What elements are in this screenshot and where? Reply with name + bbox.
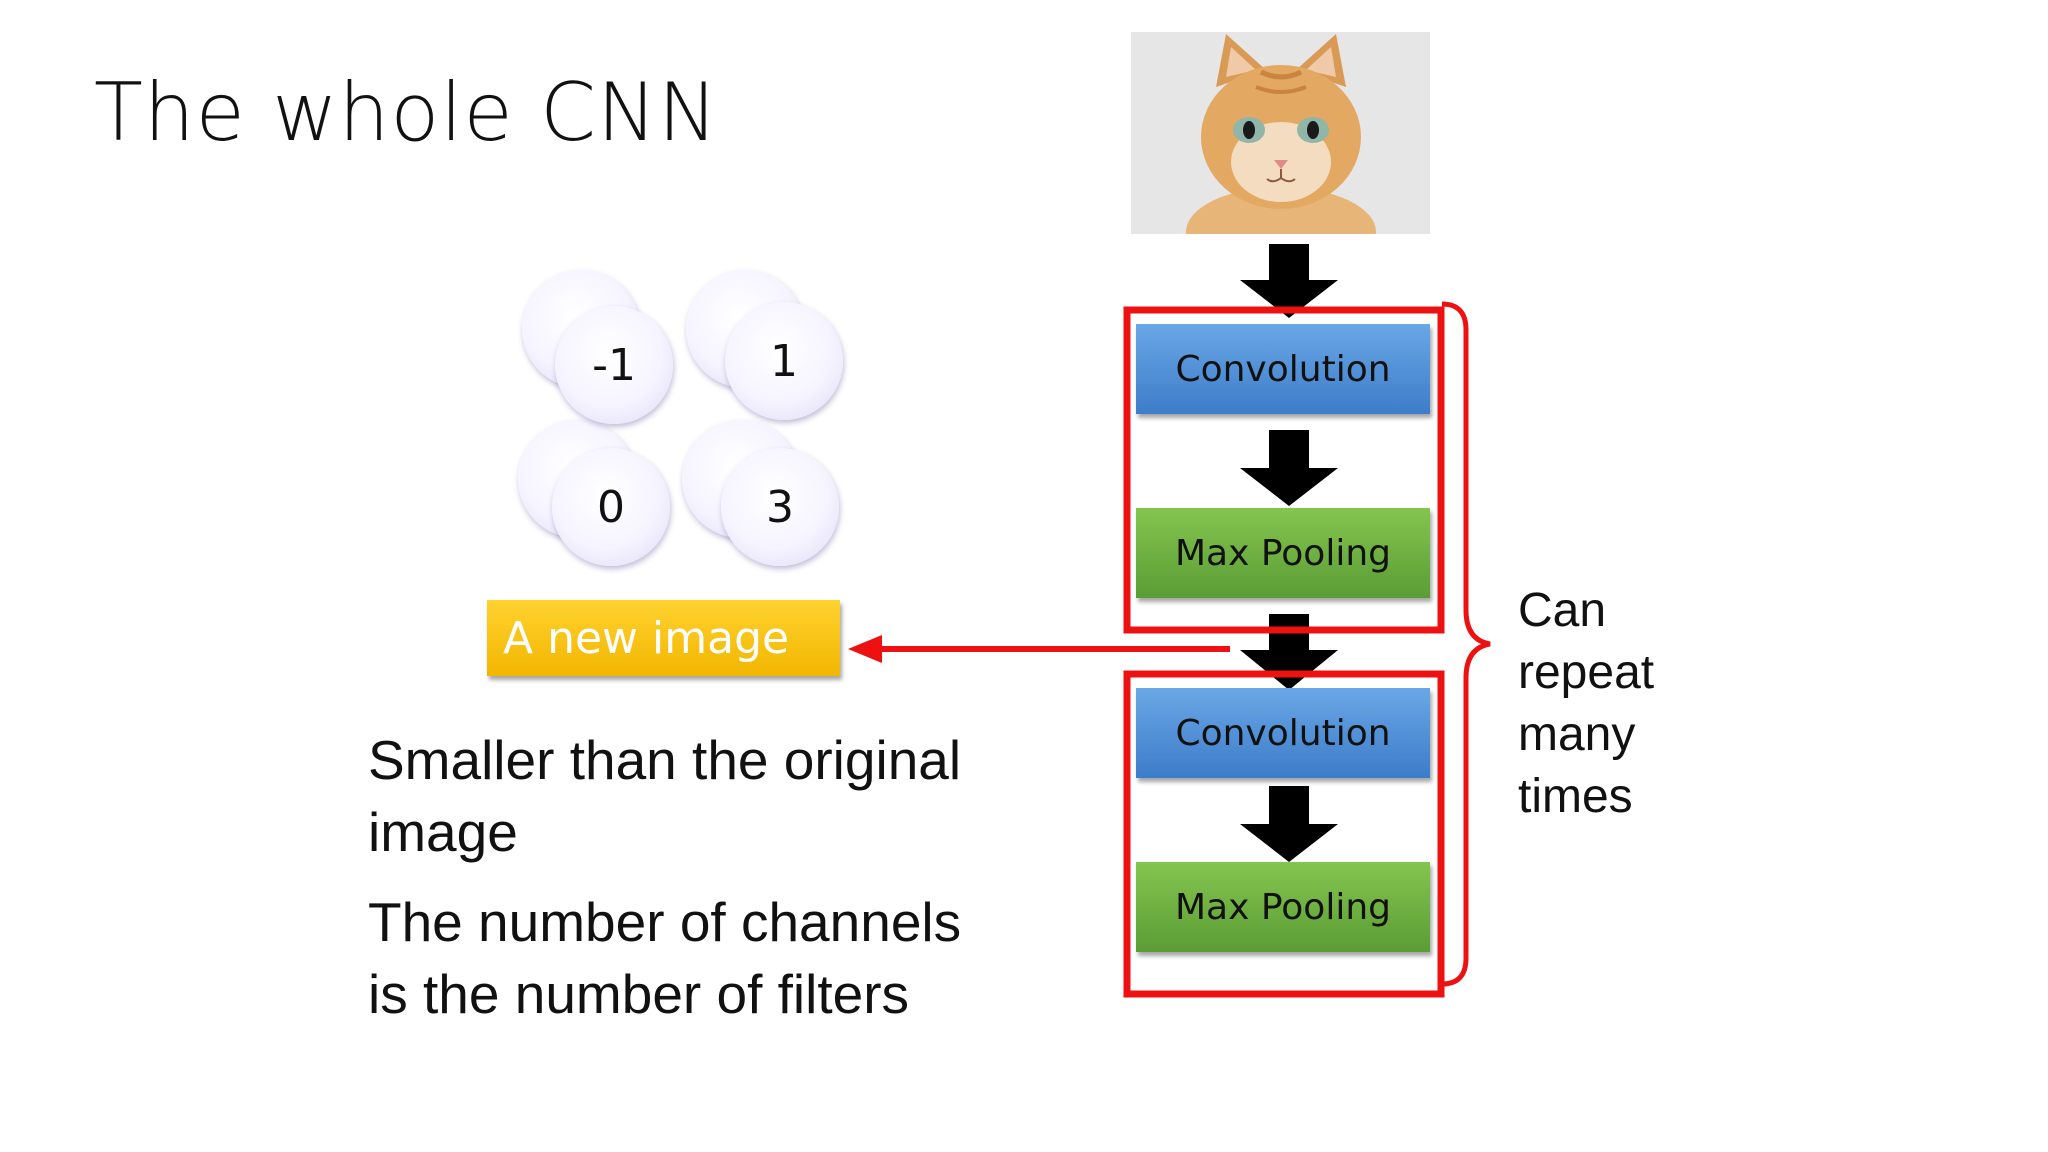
curly-brace — [1441, 301, 1491, 987]
caption-line: image — [368, 801, 518, 863]
convolution-box-1: Convolution — [1136, 324, 1430, 414]
feature-value-circle: 3 — [721, 448, 839, 566]
repeat-note-line: Can — [1518, 584, 1607, 637]
repeat-frame-1 — [1123, 306, 1445, 634]
caption-line: The number of channels — [368, 891, 962, 953]
caption-line: is the number of filters — [368, 963, 910, 1025]
red-arrow-left — [848, 635, 1230, 663]
repeat-note-line: many — [1518, 708, 1636, 761]
repeat-note: Can repeat many times — [1518, 580, 1654, 828]
down-arrow-3 — [1240, 614, 1338, 690]
convolution-box-2: Convolution — [1136, 688, 1430, 778]
repeat-frame-2 — [1123, 670, 1445, 998]
repeat-note-line: times — [1518, 770, 1633, 823]
feature-value-circle: -1 — [555, 306, 673, 424]
new-image-label: A new image — [487, 600, 840, 676]
caption-channels: The number of channels is the number of … — [368, 886, 961, 1030]
feature-value-circle: 1 — [725, 302, 843, 420]
down-arrow-4 — [1240, 786, 1338, 862]
down-arrow-2 — [1240, 430, 1338, 506]
slide-title: The whole CNN — [94, 66, 719, 159]
feature-value-circle: 0 — [552, 448, 670, 566]
repeat-note-line: repeat — [1518, 646, 1655, 699]
caption-smaller: Smaller than the original image — [368, 724, 961, 868]
caption-line: Smaller than the original — [368, 729, 962, 791]
max-pooling-box-1: Max Pooling — [1136, 508, 1430, 598]
max-pooling-box-2: Max Pooling — [1136, 862, 1430, 952]
down-arrow-1 — [1240, 244, 1338, 318]
